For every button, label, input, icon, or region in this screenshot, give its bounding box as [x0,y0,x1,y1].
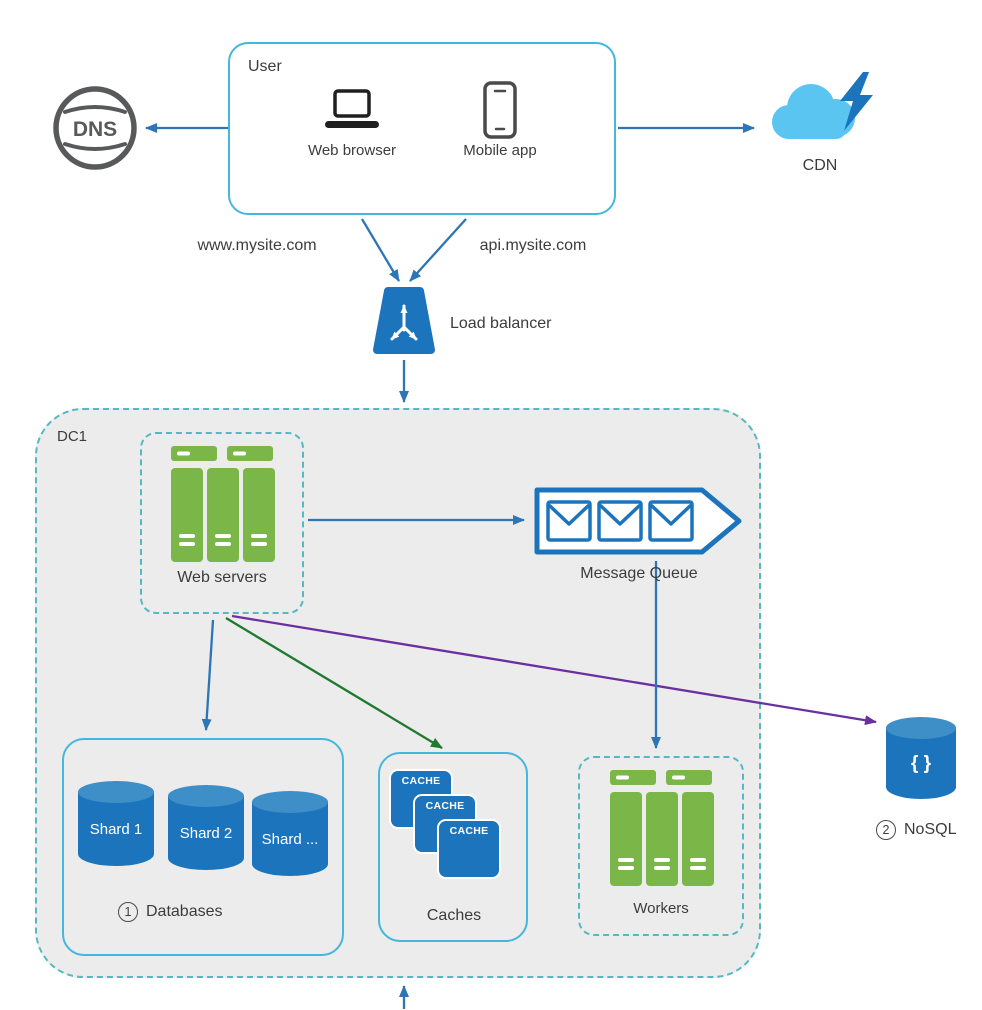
caches-label: Caches [426,907,482,924]
web-servers-label: Web servers [177,569,267,586]
route-api-label: api.mysite.com [479,237,587,254]
message-queue-label: Message Queue [580,565,698,582]
web-servers-stack-icon [161,446,285,562]
cdn-label: CDN [802,157,838,174]
database-shard-cylinder: Shard 1 [74,778,158,870]
web-servers-group-box [140,432,304,614]
number-2-badge: 2 [876,820,896,840]
number-1-badge: 1 [118,902,138,922]
caches-group-box [378,752,528,942]
route-www-label: www.mysite.com [197,237,317,254]
smartphone-icon [482,80,518,140]
cache-2-label: CACHE [425,800,465,812]
cache-1-label: CACHE [401,775,441,787]
envelope-icon [546,500,694,542]
database-shard-cylinder: Shard ... [248,788,332,880]
shard-1-label: Shard 1 [90,821,143,838]
user-group-box [228,42,616,215]
cache-3-label: CACHE [449,825,489,837]
database-shard-cylinder: Shard 2 [164,782,248,874]
message-queue-icon [532,484,746,558]
workers-group-box [578,756,744,936]
arrow-mobileapp-to-loadbalancer [409,218,467,282]
dns-label: DNS [73,118,117,141]
arrow-webbrowser-to-loadbalancer [361,218,400,282]
workers-label: Workers [633,900,689,917]
dns-globe-icon: DNS [52,85,138,171]
web-browser-label: Web browser [307,142,397,159]
databases-label-text: Databases [146,903,223,920]
arrow-webservers-to-databases [201,619,215,731]
load-balancer-label: Load balancer [450,315,552,332]
nosql-symbol: { } [911,753,932,774]
datacenter-label: DC1 [57,428,88,445]
cache-node-icon: CACHE [437,819,501,879]
shard-2-label: Shard 2 [180,825,233,842]
workers-stack-icon [600,770,724,886]
mobile-app-label: Mobile app [463,142,537,159]
nosql-label-text: NoSQL [904,821,957,838]
nosql-label: 2 NoSQL [876,820,956,840]
nosql-cylinder-icon: { } [882,714,960,804]
load-balancer-icon [372,286,436,358]
shard-etc-label: Shard ... [262,831,319,848]
arrow-webservers-to-caches [225,617,443,749]
arrow-webservers-to-nosql [231,614,877,726]
laptop-icon [319,88,385,134]
cdn-cloud-lightning-icon [762,70,878,148]
databases-group-box [62,738,344,956]
user-group-title: User [248,58,282,75]
databases-label: 1 Databases [118,902,223,922]
